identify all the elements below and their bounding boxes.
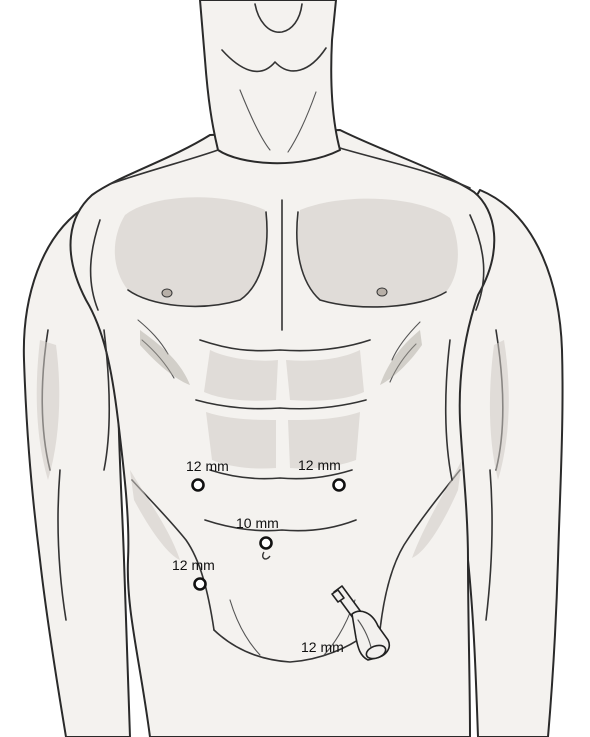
port-label-umbilical: 10 mm bbox=[236, 515, 279, 531]
port-marker-right-upper bbox=[334, 480, 345, 491]
port-label-trocar: 12 mm bbox=[301, 639, 344, 655]
port-label-left-upper: 12 mm bbox=[186, 458, 229, 474]
port-marker-umbilical bbox=[261, 538, 272, 549]
port-label-left-lower: 12 mm bbox=[172, 557, 215, 573]
port-marker-left-lower bbox=[195, 579, 206, 590]
port-marker-left-upper bbox=[193, 480, 204, 491]
torso-illustration bbox=[24, 0, 563, 737]
port-label-right-upper: 12 mm bbox=[298, 457, 341, 473]
